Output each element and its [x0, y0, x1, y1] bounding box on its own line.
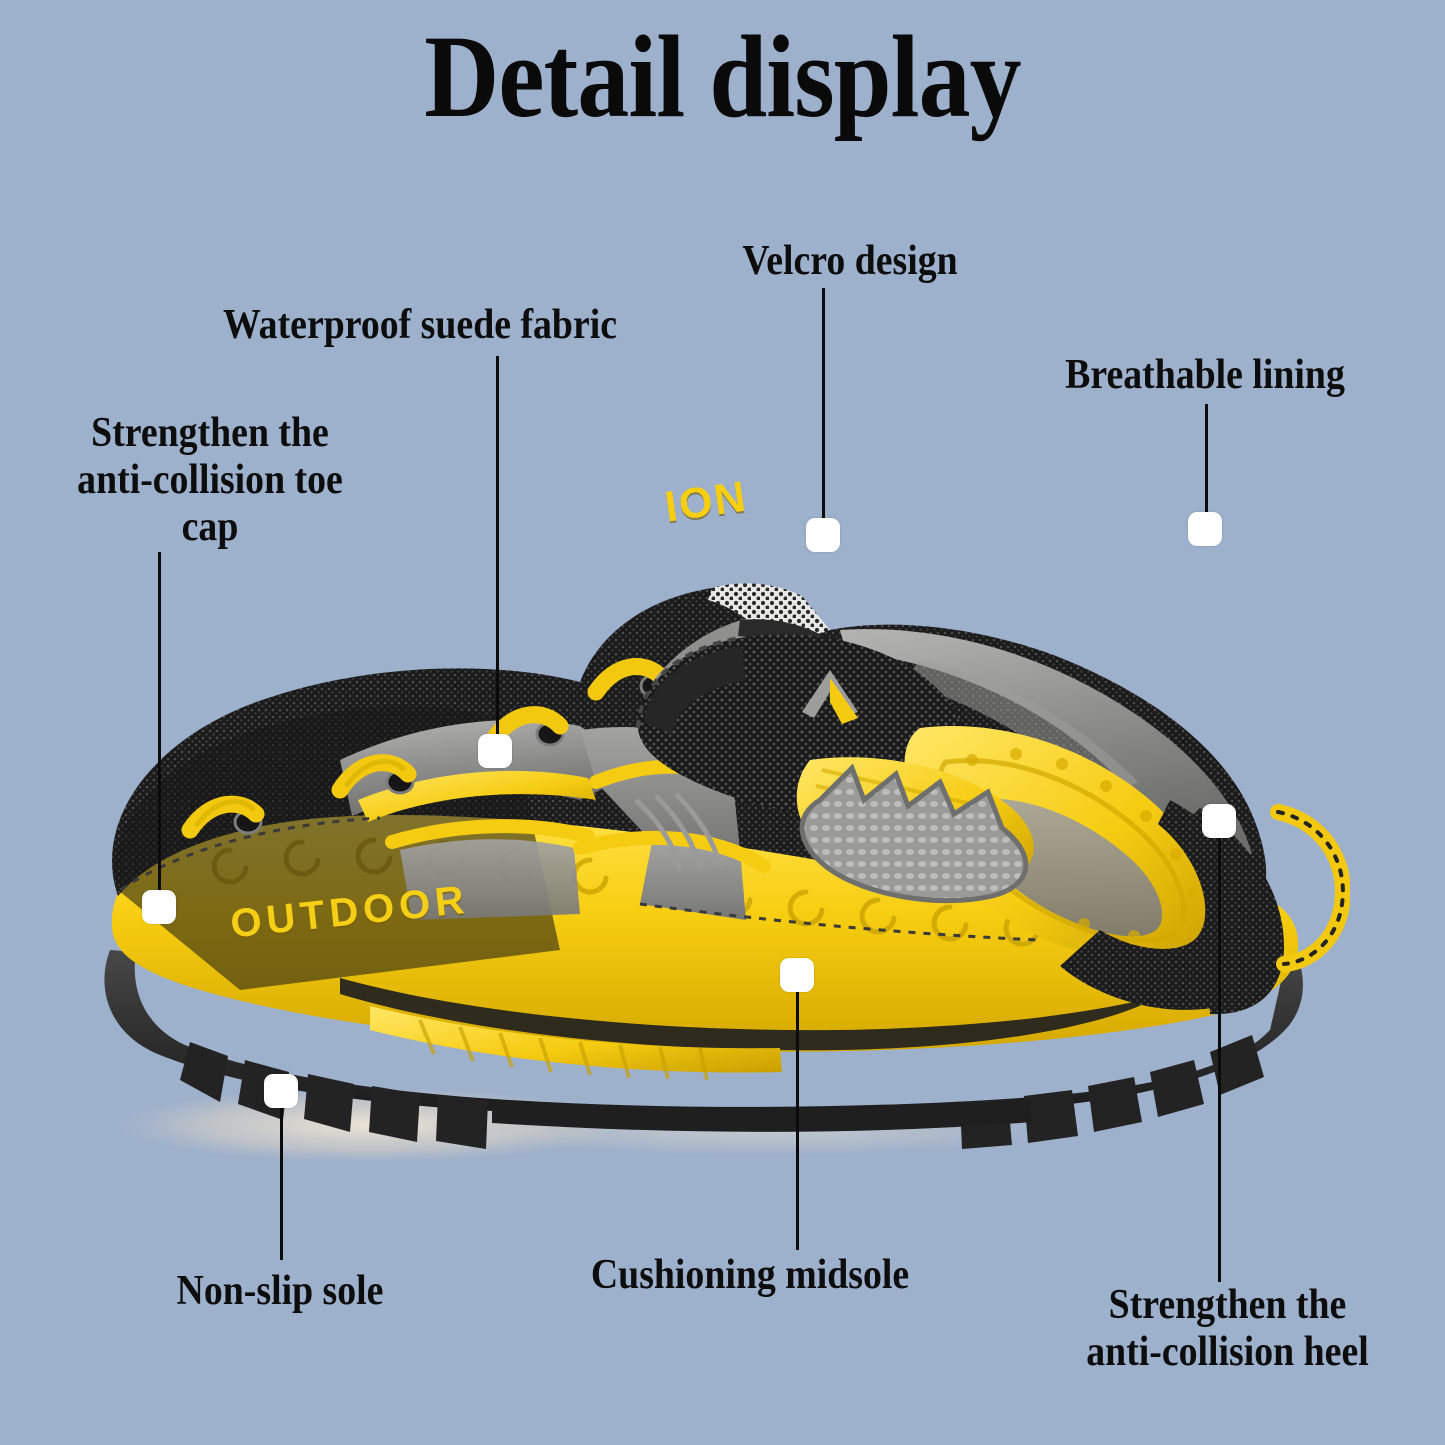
callout-label-sole: Non-slip sole	[176, 1268, 384, 1314]
marker-sole[interactable]	[264, 1074, 298, 1108]
leader-line-heel	[1218, 822, 1221, 1282]
leader-line-midsole	[796, 992, 799, 1250]
marker-midsole[interactable]	[780, 958, 814, 992]
marker-velcro[interactable]	[806, 518, 840, 552]
marker-heel[interactable]	[1202, 804, 1236, 838]
product-image-hiking-boot: OUTDOOR ION	[40, 330, 1350, 1160]
marker-suede[interactable]	[478, 734, 512, 768]
leader-line-velcro	[822, 288, 825, 536]
callout-label-velcro: Velcro design	[742, 238, 958, 284]
callout-label-toe-cap: Strengthen the anti-collision toe cap	[77, 410, 343, 551]
marker-lining[interactable]	[1188, 512, 1222, 546]
callout-label-midsole: Cushioning midsole	[590, 1252, 910, 1298]
leader-line-toe-cap	[158, 552, 161, 908]
callout-label-lining: Breathable lining	[1065, 352, 1345, 398]
callout-label-suede: Waterproof suede fabric	[222, 302, 618, 348]
callout-label-heel: Strengthen the anti-collision heel	[1086, 1282, 1369, 1376]
page-title: Detail display	[424, 11, 1021, 142]
marker-toe-cap[interactable]	[142, 890, 176, 924]
leader-line-suede	[496, 356, 499, 748]
leader-line-lining	[1205, 404, 1208, 528]
leader-line-sole	[280, 1108, 283, 1260]
